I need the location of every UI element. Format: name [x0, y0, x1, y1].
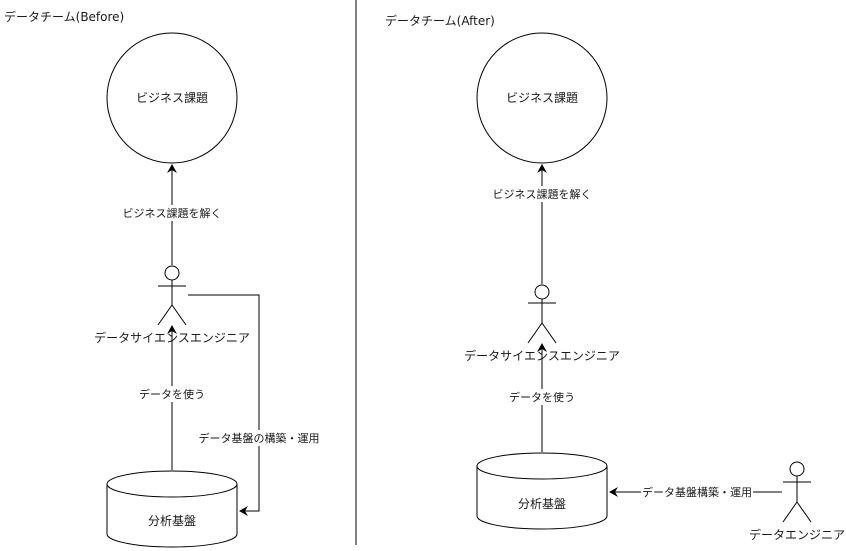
after-title: データチーム(After)	[385, 13, 495, 28]
panel-after: データチーム(After) ビジネス課題 ビジネス課題を解く データサイエンスエ…	[385, 13, 845, 542]
person-icon	[157, 265, 187, 326]
before-business-node[interactable]: ビジネス課題	[106, 32, 238, 164]
before-build-edge-label: データ基盤の構築・運用	[199, 431, 320, 445]
after-business-label: ビジネス課題	[506, 90, 578, 105]
before-business-label: ビジネス課題	[136, 90, 208, 105]
before-solve-edge[interactable]: ビジネス課題を解く	[118, 164, 226, 265]
after-build-edge-label: データ基盤構築・運用	[642, 485, 752, 499]
after-solve-edge[interactable]: ビジネス課題を解く	[488, 164, 596, 284]
before-solve-edge-label: ビジネス課題を解く	[123, 206, 222, 220]
before-title: データチーム(Before)	[4, 9, 124, 24]
person-icon	[782, 461, 812, 523]
before-use-data-edge[interactable]: データを使う	[136, 325, 208, 470]
before-build-edge[interactable]: データ基盤の構築・運用	[188, 294, 320, 516]
after-use-data-edge[interactable]: データを使う	[506, 343, 578, 452]
after-platform-label: 分析基盤	[518, 497, 566, 511]
before-use-data-edge-label: データを使う	[139, 387, 205, 401]
after-engineer-actor[interactable]: データエンジニア	[749, 461, 845, 542]
after-use-data-edge-label: データを使う	[509, 390, 575, 404]
after-business-node[interactable]: ビジネス課題	[476, 32, 608, 164]
after-build-edge[interactable]: データ基盤構築・運用	[609, 485, 782, 500]
person-icon	[527, 284, 557, 344]
panel-before: データチーム(Before) ビジネス課題 ビジネス課題を解く データサイエンス…	[4, 9, 320, 548]
after-solve-edge-label: ビジネス課題を解く	[493, 187, 592, 201]
after-engineer-label: データエンジニア	[749, 527, 845, 542]
before-platform-node[interactable]: 分析基盤	[106, 470, 238, 548]
before-platform-label: 分析基盤	[148, 514, 196, 528]
after-platform-node[interactable]: 分析基盤	[476, 452, 608, 530]
